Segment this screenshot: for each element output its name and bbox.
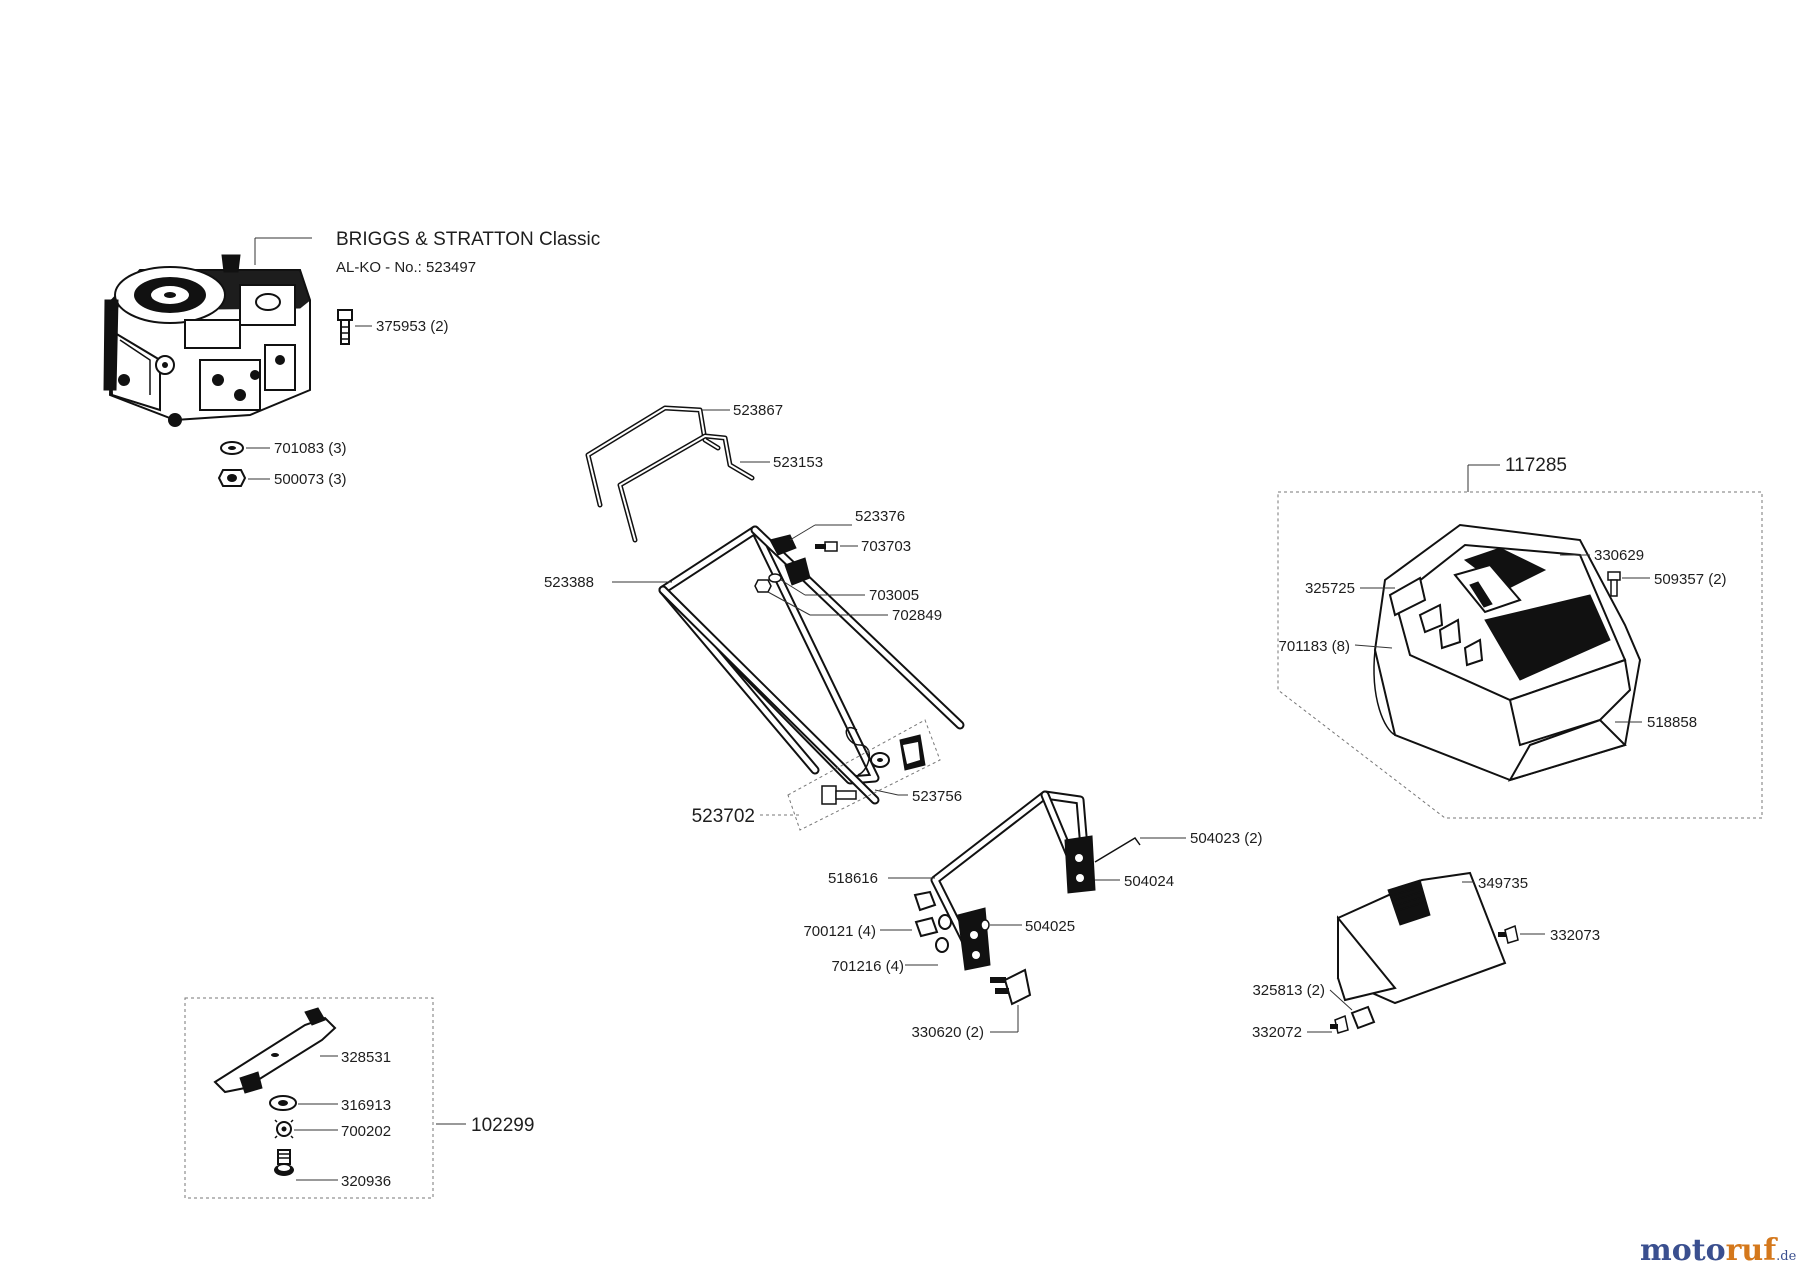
lower-handle-518616 [930,790,1096,971]
label-523376: 523376 [855,508,905,525]
label-700202: 700202 [341,1123,391,1140]
cable-guide-523867 [585,405,721,508]
label-330629: 330629 [1594,547,1644,564]
label-509357: 509357 (2) [1654,571,1727,588]
washer-703005 [768,573,782,583]
label-523702: 523702 [692,806,755,827]
nut-702849 [754,579,772,593]
upper-handle-assembly: 523867 523153 523388 523376 [544,402,965,831]
label-702849: 702849 [892,607,942,624]
label-523153: 523153 [773,454,823,471]
label-325813: 325813 (2) [1252,982,1325,999]
label-523867: 523867 [733,402,783,419]
flap-349735 [1336,871,1507,1005]
spring-325813 [1350,1005,1376,1030]
label-102299: 102299 [471,1115,534,1136]
label-375953: 375953 (2) [376,318,449,335]
label-700121: 700121 (4) [803,923,876,940]
logo-text-moto: moto [1640,1233,1726,1268]
washers-701216 [935,914,952,953]
blade-328531 [213,1007,337,1094]
label-504024: 504024 [1124,873,1174,890]
cable-guide-523153 [617,433,755,543]
label-703703: 703703 [861,538,911,555]
clip-332073 [1498,924,1519,944]
bolt-320936 [274,1149,294,1176]
screw-509357 [1607,571,1621,597]
label-332072: 332072 [1252,1024,1302,1041]
label-701083: 701083 (3) [274,440,347,457]
label-523388: 523388 [544,574,594,591]
bolt-330620 [990,968,1032,1006]
label-523756: 523756 [912,788,962,805]
bolt-375953 [337,309,353,345]
engine-title: BRIGGS & STRATTON Classic [336,229,600,250]
label-328531: 328531 [341,1049,391,1066]
pin-504023 [1094,837,1141,863]
catcher-518858 [1373,523,1642,782]
knobs-700121 [913,890,939,938]
label-332073: 332073 [1550,927,1600,944]
washer-316913 [269,1095,297,1111]
svg-text:motoruf.de: motoruf.de [1640,1233,1797,1268]
switch-523376 [769,534,811,586]
engine-part-number: AL-KO - No.: 523497 [336,259,476,276]
label-320936: 320936 [341,1173,391,1190]
clip-332072 [1330,1014,1349,1034]
label-518858: 518858 [1647,714,1697,731]
engine-illustration [103,254,311,427]
clip-523756 [845,727,926,776]
lower-handle-assembly: 518616 504023 (2) 504024 700121 (4) 7012… [803,790,1263,1041]
screw-703703 [815,541,838,552]
nut-500073 [217,469,247,487]
kit-523702 [787,719,941,831]
engine-assembly: BRIGGS & STRATTON Classic AL-KO - No.: 5… [103,229,600,488]
label-330620: 330620 (2) [911,1024,984,1041]
handle-bar-523388 [658,525,965,805]
grass-catcher-assembly: 117285 330629 325725 509357 (2) [1277,455,1763,819]
logo-text-tld: .de [1776,1249,1796,1264]
label-500073: 500073 (3) [274,471,347,488]
logo-text-ruf: ruf [1726,1233,1779,1268]
rear-flap-assembly: 349735 332073 325813 (2) 332072 [1252,871,1600,1041]
label-703005: 703005 [869,587,919,604]
label-349735: 349735 [1478,875,1528,892]
label-504023: 504023 (2) [1190,830,1263,847]
lock-washer-700202 [274,1119,294,1139]
motoruf-logo: motoruf.de [1640,1233,1797,1268]
label-325725: 325725 [1305,580,1355,597]
label-316913: 316913 [341,1097,391,1114]
washer-701083 [220,441,244,455]
blade-kit-assembly: 328531 316913 700202 320936 102299 [184,997,534,1199]
label-701183: 701183 (8) [1279,638,1350,655]
label-504025: 504025 [1025,918,1075,935]
label-701216: 701216 (4) [831,958,904,975]
label-518616: 518616 [828,870,878,887]
washer-504025 [980,919,990,931]
label-117285: 117285 [1505,455,1567,476]
